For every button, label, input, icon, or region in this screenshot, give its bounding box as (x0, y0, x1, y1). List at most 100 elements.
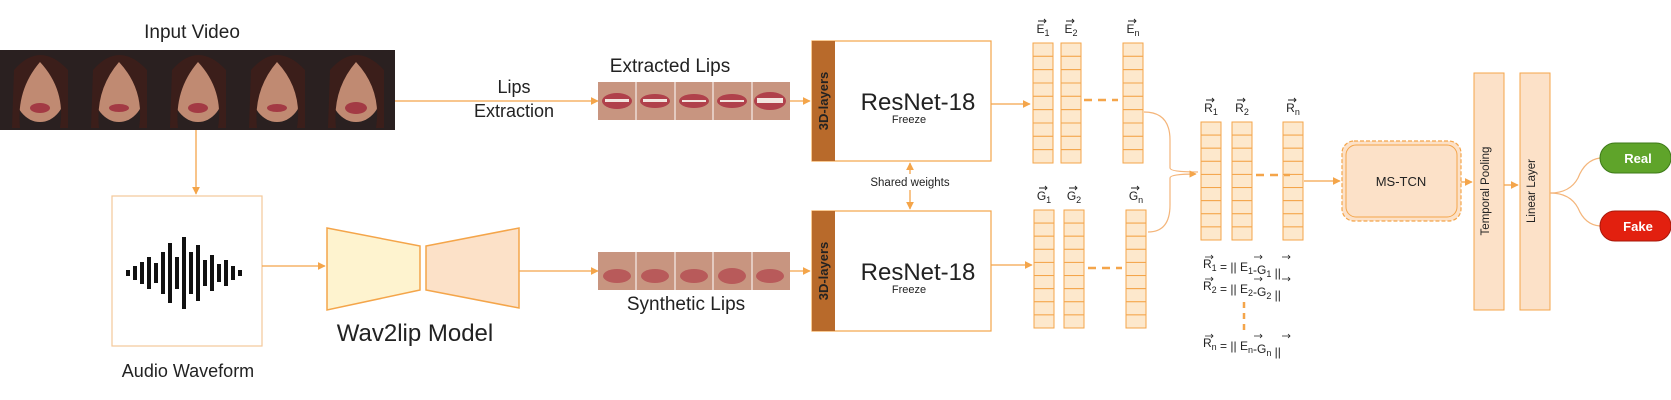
vector-cell (1125, 314, 1147, 329)
linear-layer-block: Linear Layer (1519, 72, 1551, 311)
vector-cell (1063, 261, 1085, 277)
vector-cell (1282, 147, 1304, 162)
linear-layer-label: Linear Layer (1526, 159, 1538, 223)
vector-label-r-2: R2 (1235, 101, 1249, 117)
vector-cell (1125, 248, 1147, 263)
vector-r-1 (1200, 121, 1222, 241)
vector-e-2 (1060, 42, 1082, 164)
vector-g-n (1125, 209, 1147, 329)
vector-cell (1231, 226, 1253, 241)
vector-cell (1032, 135, 1054, 151)
vector-label-g-2: G2 (1067, 189, 1081, 205)
line-to-fake (1549, 192, 1601, 227)
vector-cell (1063, 248, 1085, 263)
vector-cell (1060, 95, 1082, 111)
distance-formulas: R1 = || E1-G1 ||R2 = || E2-G2 ||Rn = || … (1203, 254, 1291, 359)
video-frame (158, 50, 237, 130)
vector-e-n (1122, 42, 1144, 164)
vector-cell (1125, 288, 1147, 303)
vector-label-r-1: R1 (1204, 101, 1218, 117)
temporal-pooling-label: Temporal Pooling (1480, 147, 1492, 236)
vector-cell (1122, 42, 1144, 57)
vector-cell (1060, 122, 1082, 137)
wav2lip-encoder (326, 227, 421, 311)
real-label: Real (1624, 151, 1651, 166)
vector-cell (1032, 109, 1054, 124)
vector-cell (1282, 160, 1304, 175)
vector-cell (1200, 173, 1222, 189)
vector-cell (1033, 301, 1055, 316)
vector-label-e-n: En (1126, 22, 1139, 38)
vector-cell (1033, 314, 1055, 329)
waveform-icon (126, 237, 242, 309)
lips-extraction-label-line1: Lips (497, 77, 530, 97)
vector-cell (1282, 121, 1304, 136)
real-output: Real (1599, 142, 1671, 174)
3d-layers-label-bottom: 3D-layers (816, 242, 831, 301)
vector-cell (1032, 55, 1054, 71)
wav2lip-decoder (425, 227, 520, 309)
vector-cell (1060, 55, 1082, 71)
vector-cell (1122, 122, 1144, 137)
vector-cell (1060, 109, 1082, 124)
lip-frame (717, 94, 747, 108)
vector-cell (1060, 149, 1082, 164)
audio-waveform-label: Audio Waveform (122, 361, 254, 381)
vector-cell (1063, 314, 1085, 329)
shared-weights-label: Shared weights (870, 177, 950, 189)
vector-cell (1122, 109, 1144, 124)
resnet-label-top: ResNet-18 (861, 89, 976, 116)
vector-cell (1122, 135, 1144, 151)
vector-cell (1231, 160, 1253, 175)
vector-cell (1063, 209, 1085, 224)
lip-frame (602, 93, 632, 109)
vector-cell (1122, 95, 1144, 111)
formula-2: R2 = || E2-G2 || (1203, 279, 1281, 302)
vector-cell (1033, 235, 1055, 250)
vector-label-e-1: E1 (1036, 22, 1049, 38)
vector-cell (1125, 301, 1147, 316)
lip-frame (754, 92, 786, 110)
line-to-real (1549, 157, 1601, 194)
input-video-frames (0, 50, 395, 130)
vector-g-1 (1033, 209, 1055, 329)
vector-r-n (1282, 121, 1304, 241)
video-frame (79, 50, 158, 130)
vector-cell (1032, 82, 1054, 97)
vector-cell (1060, 82, 1082, 97)
vector-cell (1063, 275, 1085, 290)
temporal-pooling-block: Temporal Pooling (1473, 72, 1505, 311)
vector-r-2 (1231, 121, 1253, 241)
input-video-label: Input Video (144, 22, 240, 43)
vector-e-1 (1032, 42, 1054, 164)
vector-cell (1125, 261, 1147, 277)
vector-cell (1032, 122, 1054, 137)
lip-frame (640, 94, 670, 108)
vector-label-r-n: Rn (1286, 101, 1300, 117)
vector-cell (1231, 134, 1253, 149)
lips-extraction-label-line2: Extraction (474, 101, 554, 121)
vector-label-g-n: Gn (1129, 189, 1143, 205)
vector-cell (1200, 213, 1222, 228)
vector-cell (1033, 261, 1055, 277)
vector-cell (1032, 42, 1054, 57)
lip-frame (679, 94, 709, 108)
vector-cell (1032, 95, 1054, 111)
vector-cell (1125, 235, 1147, 250)
vector-cell (1231, 213, 1253, 228)
vector-cell (1200, 134, 1222, 149)
vector-cell (1282, 173, 1304, 189)
vector-cell (1063, 301, 1085, 316)
freeze-label-top: Freeze (892, 114, 926, 126)
vector-cell (1122, 149, 1144, 164)
vector-cell (1032, 69, 1054, 84)
ms-tcn-block: MS-TCN (1341, 140, 1462, 222)
vector-cell (1200, 160, 1222, 175)
vector-cell (1282, 226, 1304, 241)
vector-cell (1063, 235, 1085, 250)
vector-cell (1231, 147, 1253, 162)
vector-cell (1033, 222, 1055, 237)
video-frame (0, 50, 79, 130)
fake-output: Fake (1599, 210, 1671, 242)
resnet-block-bottom: 3D-layers ResNet-18 Freeze (811, 210, 992, 332)
